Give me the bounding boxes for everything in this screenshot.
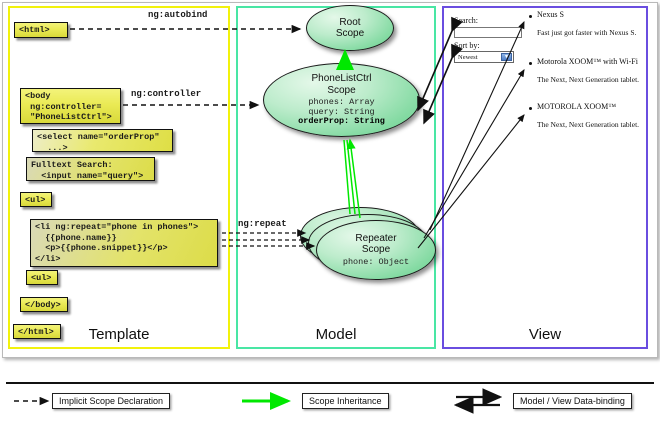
prop-query: query: String — [308, 106, 375, 117]
code-select-orderprop: <select name="orderProp" ...> — [32, 129, 173, 153]
list-bullet — [529, 62, 532, 65]
view-phone-name: MOTOROLA XOOM™ — [537, 102, 617, 111]
wire-label-autobind: ng:autobind — [148, 10, 208, 20]
code-body-close: </body> — [20, 297, 68, 312]
root-scope-ellipse: Root Scope — [306, 5, 394, 51]
view-sort-label: Sort by: — [454, 41, 480, 50]
list-bullet — [529, 107, 532, 110]
view-search-label: Search: — [454, 16, 478, 25]
repeater-title-line2: Scope — [361, 244, 391, 256]
view-sort-select[interactable]: Newest ▼ — [454, 51, 514, 63]
phonelistctrl-title-line2: Scope — [327, 84, 356, 96]
panel-view-label: View — [528, 326, 562, 343]
chevron-down-icon: ▼ — [501, 53, 512, 61]
list-bullet — [529, 15, 532, 18]
legend-implicit-scope: Implicit Scope Declaration — [52, 393, 171, 409]
phonelistctrl-props: phones: Array query: String orderProp: S… — [298, 98, 385, 127]
wire-label-controller: ng:controller — [131, 89, 202, 99]
code-ul-open: <ul> — [20, 192, 52, 207]
view-phone-name: Nexus S — [537, 10, 564, 19]
phonelistctrl-title-line1: PhoneListCtrl — [311, 73, 372, 85]
code-ul-close: <ul> — [26, 270, 58, 285]
code-html-close: </html> — [13, 324, 61, 339]
view-sort-selected-value: Newest — [458, 53, 478, 61]
panel-model: Model — [236, 6, 436, 349]
prop-phones: phones: Array — [308, 97, 375, 108]
root-scope-title-line1: Root — [339, 16, 361, 28]
legend-scope-inheritance: Scope Inheritance — [302, 393, 389, 409]
view-phone-snippet: The Next, Next Generation tablet. — [537, 120, 640, 129]
view-phone-name: Motorola XOOM™ with Wi-Fi — [537, 57, 638, 66]
view-phone-snippet: Fast just got faster with Nexus S. — [537, 28, 637, 37]
repeater-title-line1: Repeater — [355, 232, 397, 244]
view-phone-snippet: The Next, Next Generation tablet. — [537, 75, 640, 84]
code-body-open: <body ng:controller= "PhoneListCtrl"> — [20, 88, 121, 124]
repeater-scope-ellipse: Repeater Scope phone: Object — [316, 220, 436, 280]
view-search-input[interactable] — [454, 27, 522, 38]
root-scope-title-line2: Scope — [335, 28, 365, 39]
prop-orderprop: orderProp: String — [298, 116, 385, 127]
code-fulltext-search: Fulltext Search: <input name="query"> — [26, 157, 155, 181]
repeater-props: phone: Object — [342, 256, 410, 268]
phonelistctrl-scope-ellipse: PhoneListCtrl Scope phones: Array query:… — [263, 63, 420, 137]
panel-template-label: Template — [88, 326, 150, 343]
phonelistctrl-scope-title: PhoneListCtrl Scope — [311, 73, 371, 96]
code-li-repeat: <li ng:repeat="phone in phones"> {{phone… — [30, 219, 218, 267]
code-html-open: <html> — [14, 22, 68, 38]
prop-phone: phone: Object — [342, 256, 410, 267]
legend-divider — [6, 382, 654, 384]
legend-data-binding: Model / View Data-binding — [513, 393, 632, 409]
repeater-scope-title: Repeater Scope — [355, 233, 396, 256]
wire-label-repeat: ng:repeat — [238, 219, 287, 229]
panel-model-label: Model — [315, 326, 357, 343]
panel-view: View — [442, 6, 648, 349]
prop-orderprop-text: orderProp: String — [298, 116, 385, 127]
root-scope-title: Root Scope — [336, 17, 364, 40]
